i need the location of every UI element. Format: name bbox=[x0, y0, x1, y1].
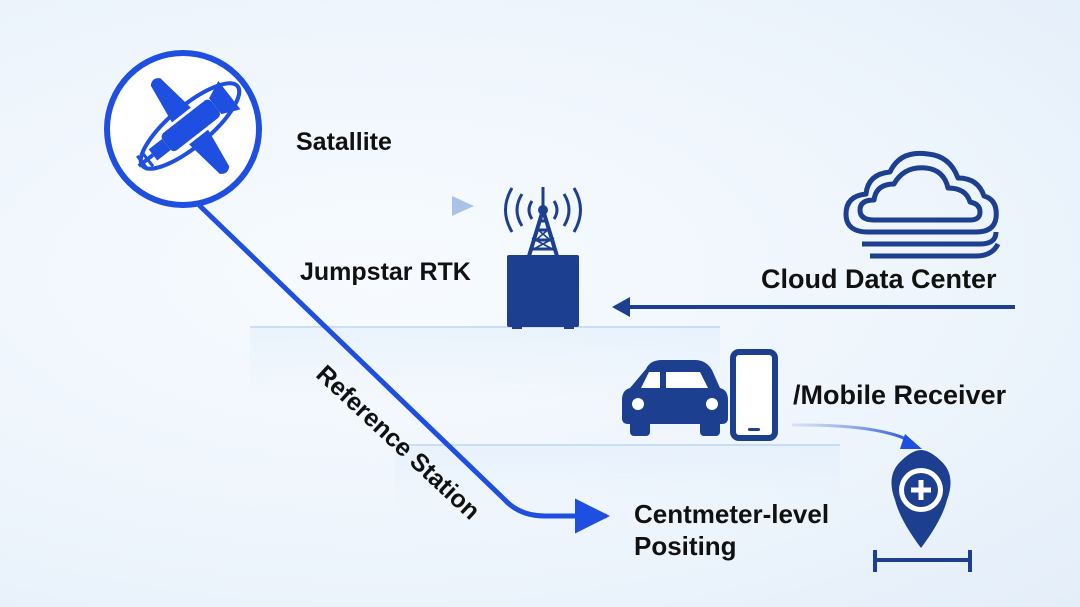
satellite-to-rtk-arrowhead bbox=[452, 196, 474, 216]
satellite-to-positioning-arrow bbox=[197, 203, 610, 534]
receiver-to-pin-arrow bbox=[791, 423, 913, 444]
cloud-label: Cloud Data Center bbox=[761, 264, 997, 294]
positioning-label-line1: Centmeter-level bbox=[634, 499, 830, 529]
antenna-tower-icon bbox=[504, 187, 582, 329]
satellite-icon bbox=[104, 50, 262, 208]
location-pin-plus-icon bbox=[891, 450, 951, 548]
positioning-label-line2: Positing bbox=[634, 531, 737, 561]
smartphone-icon bbox=[730, 349, 778, 441]
cloud-icon bbox=[843, 150, 1001, 259]
rtk-label: Jumpstar RTK bbox=[300, 258, 471, 286]
car-icon bbox=[622, 360, 728, 436]
background-band-top bbox=[250, 326, 720, 398]
mobile-receiver-label: /Mobile Receiver bbox=[793, 380, 1007, 410]
background-band-bottom bbox=[395, 444, 840, 506]
receiver-to-pin-arrowhead bbox=[900, 434, 922, 449]
cloud-to-rtk-arrowhead bbox=[612, 297, 630, 317]
satellite-label: Satallite bbox=[296, 128, 392, 156]
ruler-baseline-icon bbox=[873, 550, 972, 572]
